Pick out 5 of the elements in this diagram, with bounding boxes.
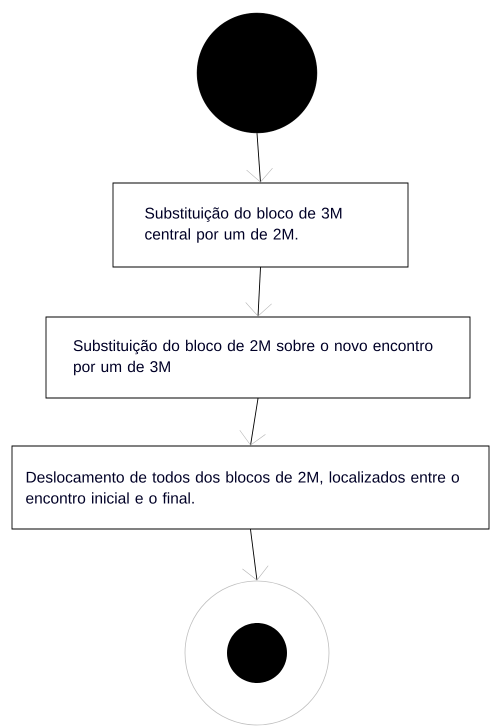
end-node bbox=[184, 580, 330, 726]
start-node bbox=[196, 12, 318, 134]
process-box: Deslocamento de todos dos blocos de 2M, localizados entre o encontro inicial e o final. bbox=[12, 446, 490, 530]
process-box: Substituição do bloco de 2M sobre o novo encontro por um de 3M bbox=[46, 316, 470, 398]
process-box: Substituição do bloco de 3M central por um de 2M. bbox=[112, 182, 408, 268]
